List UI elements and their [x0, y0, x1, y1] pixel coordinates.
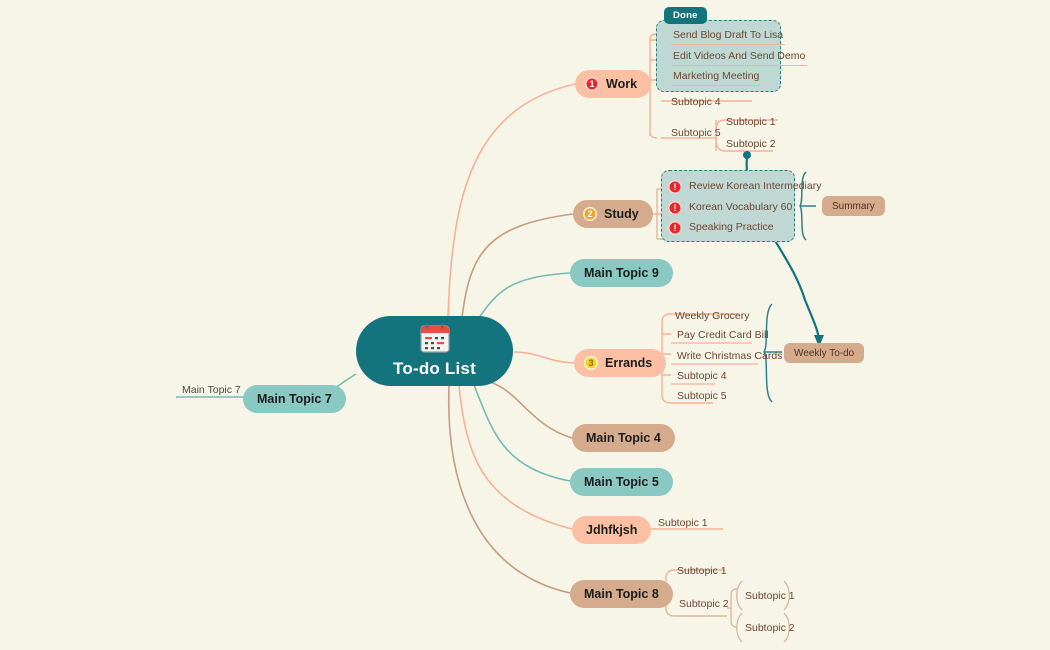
study-item-1[interactable]: Review Korean Intermediary	[689, 180, 822, 192]
errands-summary-box[interactable]: Weekly To-do	[784, 343, 865, 363]
connector-jdhfkjsh	[458, 385, 573, 530]
study-item-2[interactable]: Korean Vocabulary 60	[689, 201, 793, 213]
work-spine-cap-bottom	[649, 131, 658, 139]
errands-item-5[interactable]: Subtopic 5	[677, 390, 727, 402]
connector-main-topic-9	[475, 272, 571, 323]
branch-errands-label: Errands	[605, 356, 653, 370]
work-group-tag: Done	[664, 7, 707, 24]
errands-item-2[interactable]: Pay Credit Card Bill	[677, 329, 769, 341]
priority-badge-1: 1	[585, 77, 599, 91]
study-item-1-badge: !	[668, 180, 682, 194]
mt8-nested-2[interactable]: Subtopic 2	[745, 622, 795, 634]
page-title: To-do List	[393, 359, 476, 378]
study-group-box	[661, 170, 795, 242]
work-item-1[interactable]: Send Blog Draft To Lisa	[667, 27, 789, 46]
study-item-2-badge: !	[668, 201, 682, 215]
branch-jdhfkjsh[interactable]: Jdhfkjsh	[572, 516, 652, 544]
work-group-box	[656, 20, 781, 92]
branch-main-topic-4[interactable]: Main Topic 4	[572, 424, 675, 452]
work-item-2[interactable]: Edit Videos And Send Demo	[667, 48, 811, 67]
mt8-item-2[interactable]: Subtopic 2	[679, 598, 729, 610]
branch-errands[interactable]: 3 Errands	[574, 349, 667, 377]
branch-study-label: Study	[604, 207, 639, 221]
branch-main-topic-8[interactable]: Main Topic 8	[570, 580, 673, 608]
mt7-item-1[interactable]: Main Topic 7	[182, 384, 241, 396]
work-item-4[interactable]: Subtopic 4	[671, 96, 721, 108]
errands-item-3[interactable]: Write Christmas Cards	[677, 350, 783, 362]
mt8-nested-1[interactable]: Subtopic 1	[745, 590, 795, 602]
priority-badge-3: 3	[584, 356, 598, 370]
connector-study	[461, 213, 574, 319]
study-summary-box[interactable]: Summary	[822, 196, 885, 216]
mt8-nested-cap-bottom	[730, 620, 738, 628]
work-item-3[interactable]: Marketing Meeting	[667, 68, 765, 87]
connector-main-topic-5	[473, 384, 571, 482]
errands-item-4[interactable]: Subtopic 4	[677, 370, 727, 382]
mt8-item-1[interactable]: Subtopic 1	[677, 565, 727, 577]
work-nested-1[interactable]: Subtopic 1	[726, 116, 776, 128]
study-item-3-badge: !	[668, 221, 682, 235]
calendar-icon	[418, 323, 452, 355]
work-nested-2[interactable]: Subtopic 2	[726, 138, 776, 150]
connector-main-topic-4	[489, 381, 573, 439]
central-node[interactable]: To-do List	[356, 316, 513, 386]
branch-work[interactable]: 1 Work	[575, 70, 652, 98]
branch-main-topic-7[interactable]: Main Topic 7	[243, 385, 346, 413]
mt8-nested-cap-top	[730, 588, 738, 596]
work-item-5[interactable]: Subtopic 5	[671, 127, 721, 139]
branch-main-topic-9[interactable]: Main Topic 9	[570, 259, 673, 287]
connector-main-topic-8	[447, 385, 571, 594]
jdhfkjsh-item-1[interactable]: Subtopic 1	[658, 517, 708, 529]
branch-study[interactable]: 2 Study	[573, 200, 653, 228]
connector-errands	[513, 351, 575, 364]
connector-work	[447, 83, 576, 318]
errands-item-1[interactable]: Weekly Grocery	[675, 310, 750, 322]
priority-badge-2: 2	[583, 207, 597, 221]
study-item-3[interactable]: Speaking Practice	[689, 221, 774, 233]
branch-work-label: Work	[606, 77, 638, 91]
branch-main-topic-5[interactable]: Main Topic 5	[570, 468, 673, 496]
